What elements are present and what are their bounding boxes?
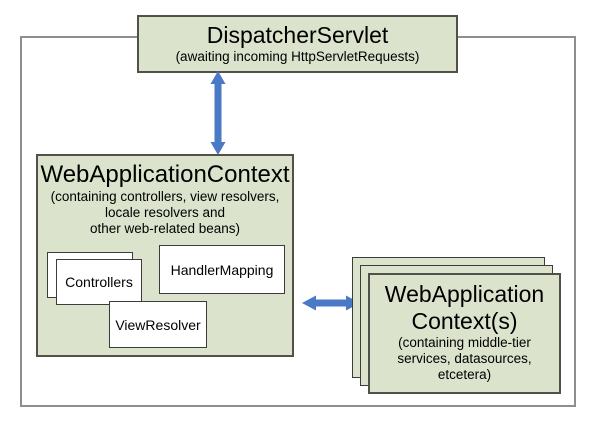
root-context-stack: WebApplication Context(s) (containing mi… [352,257,564,397]
horizontal-arrow-shaft [313,299,349,307]
vertical-double-arrow-icon [210,71,226,155]
web-application-context-box: WebApplicationContext (containing contro… [36,154,294,357]
root-context-title-line-2: Context(s) [411,308,518,334]
vertical-arrow-shaft [214,82,222,144]
controllers-box: Controllers [56,259,142,305]
root-context-subtitle-line-3: etcetera) [437,367,492,382]
handler-mapping-label: HandlerMapping [170,261,274,278]
root-context-title-line-1: WebApplication [384,281,545,307]
view-resolver-label: ViewResolver [115,316,201,333]
handler-mapping-box: HandlerMapping [159,245,285,294]
controllers-label: Controllers [65,274,133,290]
dispatcher-servlet-title: DispatcherServlet [206,22,389,48]
dispatcher-servlet-subtitle: (awaiting incoming HttpServletRequests) [175,49,420,64]
root-context-box: WebApplication Context(s) (containing mi… [368,273,561,394]
web-context-subtitle-line-2: locale resolvers and [104,205,226,220]
view-resolver-box: ViewResolver [109,301,207,348]
dispatcher-servlet-box: DispatcherServlet (awaiting incoming Htt… [137,15,458,73]
root-context-subtitle-line-1: (containing middle-tier [398,335,531,350]
horizontal-arrow-head-left [302,295,316,311]
web-context-subtitle-line-1: (containing controllers, view resolvers, [50,189,280,204]
vertical-arrow-head-up [210,71,226,84]
root-context-subtitle-line-2: services, datasources, [397,351,532,366]
web-context-subtitle-line-3: other web-related beans) [89,221,241,236]
vertical-arrow-head-down [210,142,226,155]
web-application-context-title: WebApplicationContext [40,161,290,188]
